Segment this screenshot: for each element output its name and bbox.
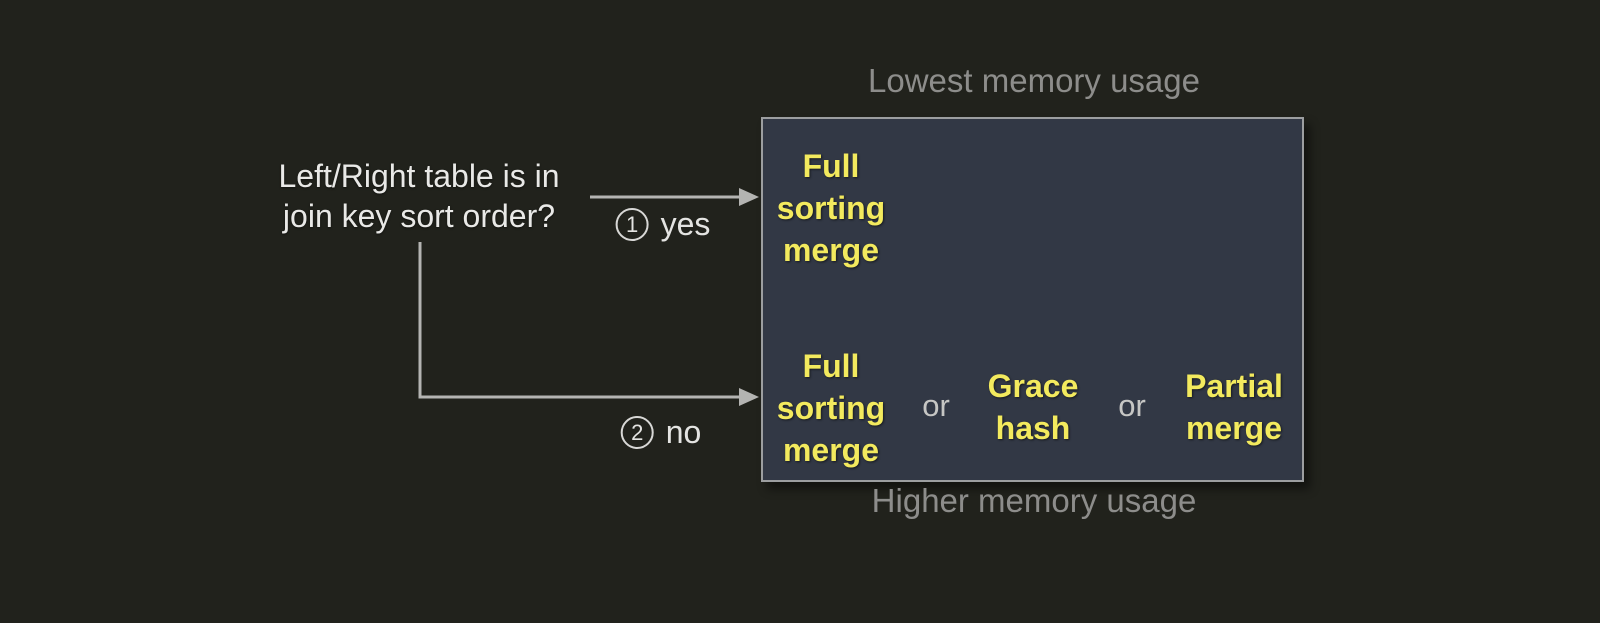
branch-yes-text: yes	[660, 206, 711, 242]
algo-line: Full	[802, 148, 860, 184]
algo-line: Partial	[1185, 368, 1283, 404]
algo-line: sorting	[776, 390, 886, 426]
algorithm-grace-hash: Grace hash	[988, 365, 1079, 449]
branch-label-yes: 1 yes	[615, 206, 711, 243]
or-separator-1: or	[922, 388, 950, 423]
algo-line: sorting	[776, 190, 886, 226]
or-separator-2: or	[1118, 388, 1146, 423]
algorithm-partial-merge: Partial merge	[1185, 365, 1283, 449]
algo-line: merge	[782, 432, 880, 468]
circled-2-icon: 2	[620, 416, 654, 449]
no-arrowhead-icon	[739, 388, 759, 406]
algo-line: Grace	[987, 368, 1079, 404]
algo-line: Full	[802, 348, 860, 384]
algorithm-full-sorting-merge-unsorted: Full sorting merge	[777, 345, 885, 471]
algo-line: hash	[995, 410, 1071, 446]
question-line-1: Left/Right table is in	[278, 158, 560, 194]
algorithm-box: Full sorting merge Full sorting merge or…	[761, 117, 1304, 482]
higher-memory-label: Higher memory usage	[871, 482, 1197, 519]
circled-1-icon: 1	[615, 208, 649, 241]
question-text: Left/Right table is in join key sort ord…	[278, 156, 559, 236]
question-line-2: join key sort order?	[282, 198, 556, 234]
yes-arrowhead-icon	[739, 188, 759, 206]
algo-line: merge	[782, 232, 880, 268]
branch-no-text: no	[665, 414, 702, 450]
algorithm-full-sorting-merge-sorted: Full sorting merge	[777, 145, 885, 271]
no-connector-line	[418, 242, 742, 399]
branch-label-no: 2 no	[620, 414, 702, 451]
lowest-memory-label: Lowest memory usage	[868, 62, 1200, 99]
algo-line: merge	[1185, 410, 1283, 446]
